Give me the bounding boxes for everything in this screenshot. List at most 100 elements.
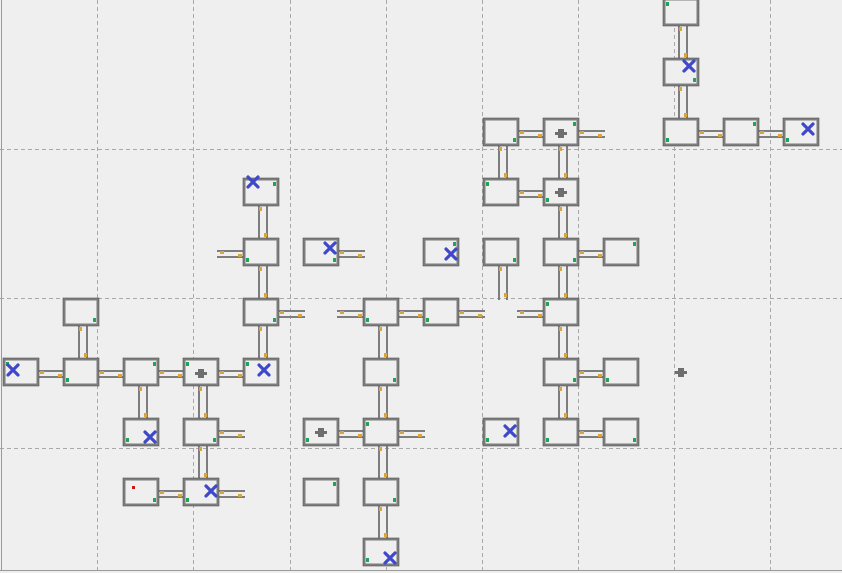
door-icon — [40, 371, 44, 374]
corridor-vertical — [558, 144, 568, 180]
door-icon — [564, 293, 567, 297]
door-icon — [559, 327, 562, 331]
switch-icon — [273, 318, 276, 322]
rock-pile-icon — [555, 129, 567, 138]
room-floor — [665, 0, 697, 24]
room-floor — [425, 300, 457, 324]
corridor-vertical — [378, 324, 388, 360]
room-floor — [125, 360, 157, 384]
rock-pile-part — [558, 188, 564, 197]
door-icon — [478, 314, 482, 317]
corridor-vertical — [258, 324, 268, 360]
door-icon — [204, 413, 207, 417]
room-floor — [485, 180, 517, 204]
door-icon — [199, 387, 202, 391]
room — [722, 117, 760, 147]
switch-icon — [486, 182, 489, 186]
corridor-vertical — [678, 84, 688, 120]
x-marker-icon — [682, 59, 696, 73]
rock-pile-part — [198, 369, 204, 378]
door-icon — [538, 314, 542, 317]
door-icon — [379, 327, 382, 331]
room-floor — [65, 360, 97, 384]
door-icon — [499, 147, 502, 151]
door-icon — [220, 431, 224, 434]
door-icon — [384, 413, 387, 417]
room — [602, 417, 640, 447]
door-icon — [259, 327, 262, 331]
room — [542, 357, 580, 387]
corridor-horizontal — [277, 310, 305, 318]
room — [482, 177, 520, 207]
room-floor — [365, 420, 397, 444]
corridor-vertical — [138, 384, 148, 420]
switch-icon — [153, 498, 156, 502]
room-floor — [365, 300, 397, 324]
room-floor — [605, 420, 637, 444]
x-marker-stroke — [246, 175, 260, 189]
door-icon — [598, 434, 602, 437]
x-marker-stroke — [503, 424, 517, 438]
door-icon — [259, 207, 262, 211]
switch-icon — [693, 78, 696, 82]
door-icon — [598, 374, 602, 377]
rock-pile-part — [558, 129, 564, 138]
corridor-horizontal — [757, 130, 785, 138]
room-floor — [5, 360, 37, 384]
door-icon — [520, 191, 524, 194]
switch-icon — [546, 198, 549, 202]
door-icon — [264, 293, 267, 297]
room — [602, 237, 640, 267]
corridor-horizontal — [397, 310, 425, 318]
corridor-horizontal — [97, 370, 125, 378]
x-marker-stroke — [6, 363, 20, 377]
door-icon — [238, 494, 242, 497]
corridor-layer — [37, 24, 785, 540]
door-icon — [559, 387, 562, 391]
switch-icon — [573, 122, 576, 126]
switch-icon — [486, 438, 489, 442]
corridor-vertical — [558, 324, 568, 360]
room-floor — [245, 180, 277, 204]
switch-icon — [186, 498, 189, 502]
room — [302, 477, 340, 507]
switch-icon — [666, 138, 669, 142]
door-icon — [384, 473, 387, 477]
x-marker-icon — [503, 424, 517, 438]
x-marker-icon — [801, 122, 815, 136]
room-layer — [2, 0, 820, 567]
door-icon — [538, 134, 542, 137]
door-icon — [259, 267, 262, 271]
door-icon — [340, 311, 344, 314]
door-icon — [718, 134, 722, 137]
room — [602, 357, 640, 387]
room — [662, 117, 700, 147]
room-floor — [305, 480, 337, 504]
corridor-horizontal — [157, 490, 185, 498]
x-marker-stroke — [323, 241, 337, 255]
door-icon — [564, 233, 567, 237]
corridor-vertical — [558, 264, 568, 300]
room — [482, 117, 520, 147]
door-icon — [400, 311, 404, 314]
room-floor — [605, 240, 637, 264]
door-icon — [564, 413, 567, 417]
door-icon — [379, 507, 382, 511]
door-icon — [760, 131, 764, 134]
door-icon — [559, 207, 562, 211]
x-marker-icon — [383, 551, 397, 565]
corridor-vertical — [378, 444, 388, 480]
door-icon — [700, 131, 704, 134]
x-marker-icon — [246, 175, 260, 189]
room-floor — [365, 360, 397, 384]
door-icon — [499, 267, 502, 271]
key-icon — [132, 486, 135, 489]
corridor-vertical — [78, 324, 88, 360]
switch-icon — [213, 438, 216, 442]
switch-icon — [753, 122, 756, 126]
door-icon — [598, 134, 602, 137]
door-icon — [220, 491, 224, 494]
detail-layer — [6, 59, 815, 565]
switch-icon — [393, 378, 396, 382]
door-icon — [58, 374, 62, 377]
